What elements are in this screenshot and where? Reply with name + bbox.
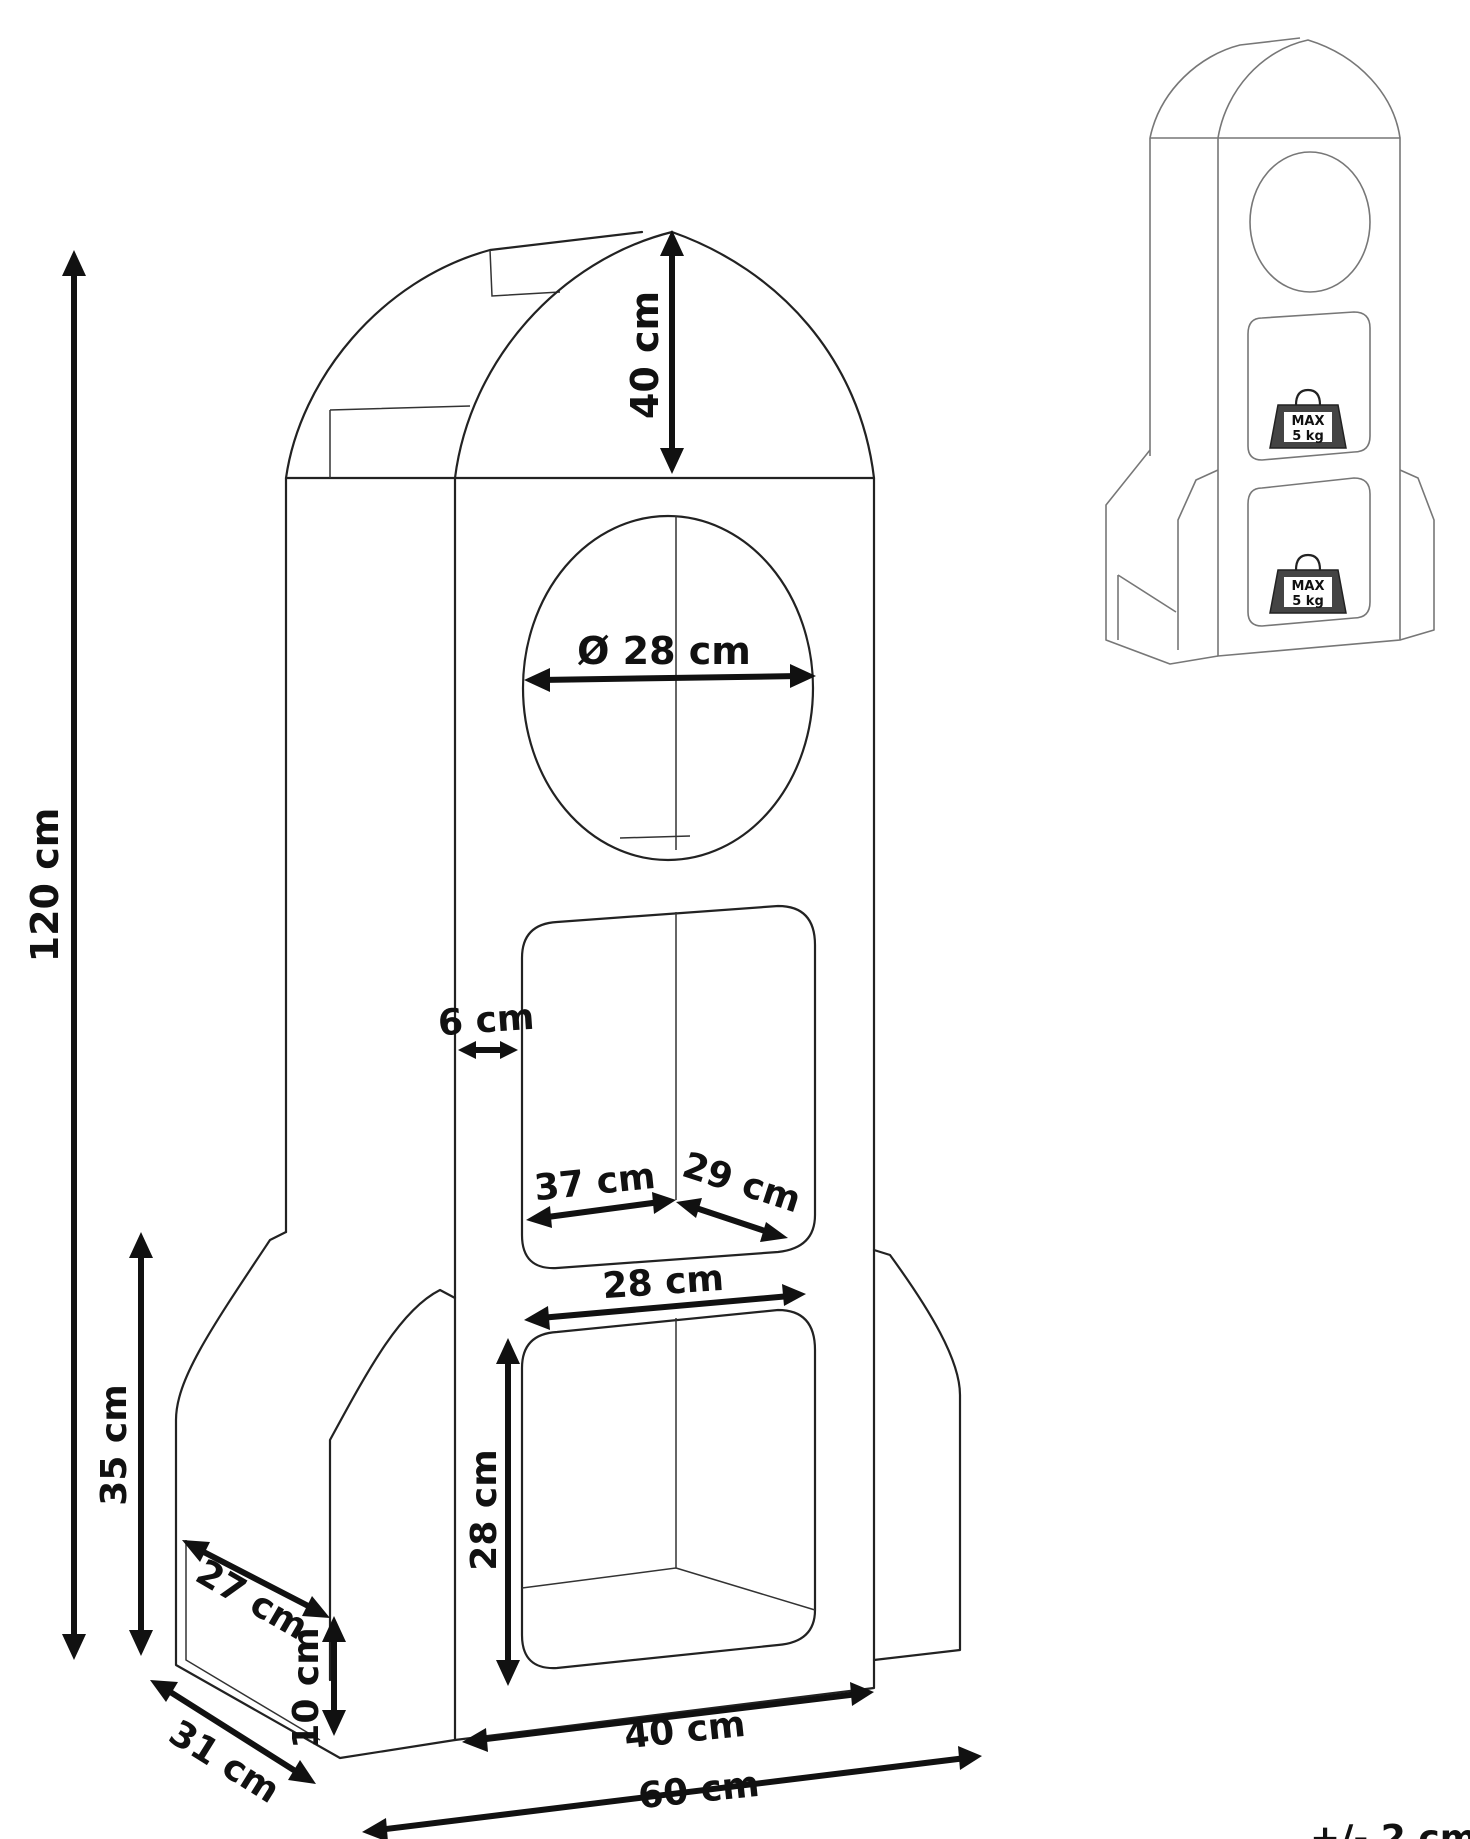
- right-fin: [872, 1248, 962, 1662]
- dim-line-compartment-depth: [687, 1203, 777, 1237]
- weight-icon: MAX 5 kg: [1269, 388, 1347, 449]
- dim-line-porthole: [537, 673, 803, 683]
- dim-line-cubby-width: [537, 1293, 793, 1321]
- label-compartment-width: 37 cm: [532, 1156, 657, 1209]
- dim-line-body-width: [475, 1691, 861, 1743]
- arrowhead: [458, 1041, 476, 1059]
- arrowhead: [850, 1682, 874, 1706]
- thumb-side-panel: [1149, 137, 1218, 456]
- top-slot: [489, 249, 561, 297]
- thumb-front-nose: [1217, 39, 1401, 139]
- arrowhead: [496, 1660, 520, 1686]
- weight-kg-label: 5 kg: [1292, 429, 1324, 444]
- lower-compartment: [520, 1308, 817, 1670]
- arrowhead: [150, 1680, 178, 1702]
- weight-kg-label: 5 kg: [1292, 594, 1324, 609]
- arrowhead: [524, 668, 550, 692]
- arrowhead: [129, 1232, 153, 1258]
- thumb-right-fin: [1399, 469, 1435, 641]
- arrowhead: [660, 448, 684, 474]
- porthole: [521, 514, 815, 862]
- arrowhead: [790, 664, 816, 688]
- label-fin-height: 35 cm: [94, 1384, 135, 1505]
- arrowhead: [62, 250, 86, 276]
- left-outer-fin: [174, 1230, 457, 1760]
- lower-inner-lines: [521, 1318, 816, 1611]
- weight-max-label: MAX: [1291, 414, 1324, 429]
- porthole-shelf: [619, 835, 691, 839]
- arrowhead: [322, 1710, 346, 1736]
- thumb-left-fin: [1105, 449, 1219, 665]
- arrowhead: [129, 1630, 153, 1656]
- weight-max-label: MAX: [1291, 579, 1324, 594]
- dim-line-total-width: [375, 1755, 969, 1833]
- arrowhead: [362, 1818, 388, 1839]
- arrowhead: [782, 1284, 806, 1306]
- arrowhead: [500, 1041, 518, 1059]
- arrowhead: [462, 1728, 488, 1752]
- weight-label-bg: [1284, 577, 1332, 607]
- arrowhead: [302, 1596, 330, 1618]
- weight-label-bg: [1284, 412, 1332, 442]
- inner-shelf-top: [329, 405, 471, 478]
- arrowhead: [760, 1222, 788, 1242]
- label-total-height: 120 cm: [23, 808, 67, 963]
- arrowhead: [496, 1338, 520, 1364]
- side-panel: [284, 476, 457, 1234]
- thumb-porthole: [1249, 151, 1371, 293]
- weight-icon: MAX 5 kg: [1269, 553, 1347, 614]
- load-capacity-thumbnail: MAX 5 kg MAX 5 kg: [1105, 37, 1435, 665]
- thumb-rear-nose: [1149, 37, 1301, 139]
- weight-handle: [1294, 388, 1322, 407]
- arrowhead: [958, 1746, 982, 1770]
- rocket-shelf-drawing: [174, 230, 962, 1760]
- label-wall-thickness: 6 cm: [437, 997, 536, 1045]
- label-body-width: 40 cm: [622, 1704, 747, 1757]
- middle-compartment: [520, 904, 817, 1270]
- dim-line-compartment-width: [537, 1199, 663, 1221]
- thumb-middle-compartment: [1247, 311, 1371, 461]
- rear-nose: [284, 230, 644, 480]
- label-base-height: 10 cm: [286, 1627, 327, 1748]
- dimension-lines: [62, 230, 982, 1839]
- thumb-inner-fin: [1177, 469, 1219, 650]
- arrowhead: [676, 1198, 702, 1218]
- arrowhead: [652, 1192, 676, 1214]
- thumb-base: [1117, 574, 1177, 640]
- arrowhead: [182, 1540, 210, 1562]
- arrowhead: [62, 1634, 86, 1660]
- label-tolerance: +/- 2 cm: [1310, 1818, 1470, 1839]
- dim-line-base-depth: [193, 1545, 319, 1613]
- weight-handle: [1294, 553, 1322, 572]
- thumb-lower-compartment: [1247, 477, 1371, 627]
- arrowhead: [660, 230, 684, 256]
- label-total-width: 60 cm: [636, 1764, 761, 1817]
- left-inner-fin: [328, 1288, 457, 1682]
- label-cubby-width: 28 cm: [601, 1258, 725, 1307]
- label-porthole-diameter: Ø 28 cm: [577, 629, 751, 673]
- arrowhead: [524, 1306, 550, 1330]
- base-inner-edge: [185, 1540, 321, 1741]
- front-panel: [453, 476, 876, 1742]
- arrowhead: [322, 1616, 346, 1642]
- dimension-labels: 120 cm 40 cm Ø 28 cm 6 cm 37 cm 29 cm 28…: [23, 291, 1470, 1839]
- label-nose-height: 40 cm: [623, 291, 667, 419]
- dim-line-side-depth: [161, 1685, 303, 1777]
- arrowhead: [288, 1760, 316, 1784]
- label-cubby-height: 28 cm: [464, 1449, 505, 1570]
- arrowhead: [526, 1206, 552, 1228]
